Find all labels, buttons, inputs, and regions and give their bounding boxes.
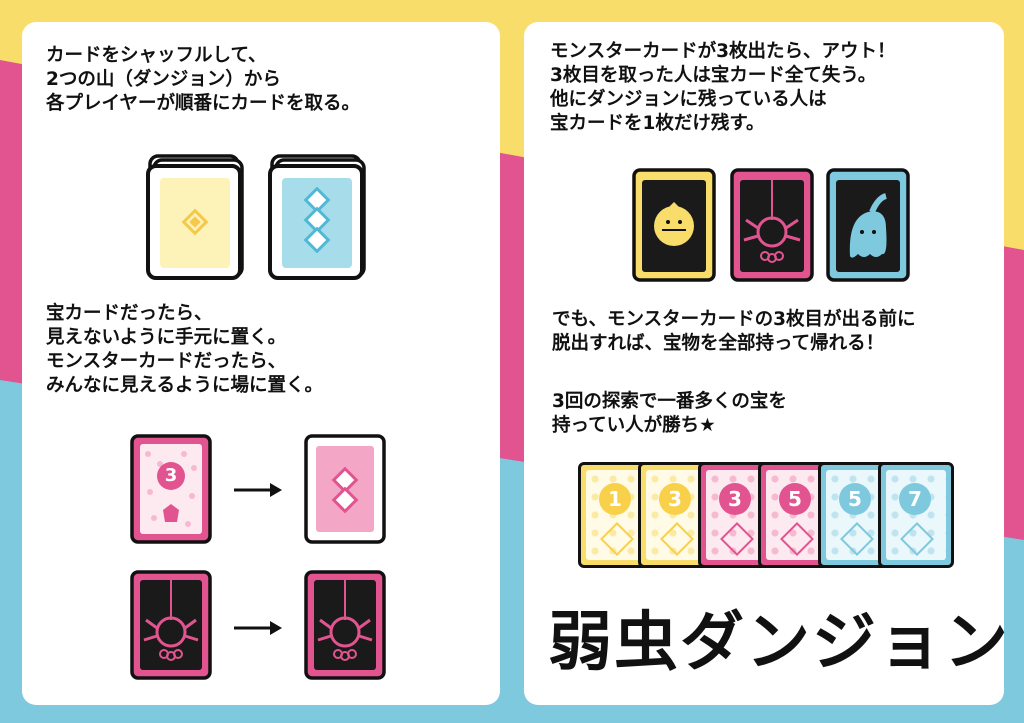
treasure-card-back [304, 434, 386, 544]
step1-text: カードをシャッフルして、 2つの山（ダンジョン）から 各プレイヤーが順番にカード… [46, 45, 360, 114]
win-text: 3回の探索で一番多くの宝を 持ってい人が勝ち★ [552, 391, 787, 436]
arrow-right-icon [234, 483, 282, 497]
treasure-card-value: 5 [779, 483, 811, 515]
left-panel [22, 22, 500, 705]
spider-monster-card-2 [730, 168, 814, 282]
treasure-card-value: 7 [899, 483, 931, 515]
treasure-card-value: 3 [659, 483, 691, 515]
treasure-card: 7 [878, 462, 954, 568]
ghost-monster-card [826, 168, 910, 282]
bird-monster-card [632, 168, 716, 282]
spider-monster-card [130, 570, 212, 680]
yellow-deck [146, 154, 244, 280]
game-title: 弱虫ダンジョン [548, 606, 1010, 680]
rule-out-text: モンスターカードが3枚出たら、アウト！ 3枚目を取った人は宝カード全て失う。 他… [550, 41, 896, 134]
treasure-card-value: 5 [839, 483, 871, 515]
treasure-card-value: 1 [599, 483, 631, 515]
spider-monster-card-placed [304, 570, 386, 680]
treasure-card-value: 3 [719, 483, 751, 515]
right-panel [524, 22, 1004, 705]
arrow-right-icon [234, 621, 282, 635]
step2-text: 宝カードだったら、 見えないように手元に置く。 モンスターカードだったら、 みん… [46, 303, 323, 396]
cyan-deck [268, 154, 366, 280]
treasure-card-value: 3 [164, 465, 178, 486]
treasure-card-front [130, 434, 212, 544]
escape-text: でも、モンスターカードの3枚目が出る前に 脱出すれば、宝物を全部持って帰れる！ [552, 309, 916, 354]
